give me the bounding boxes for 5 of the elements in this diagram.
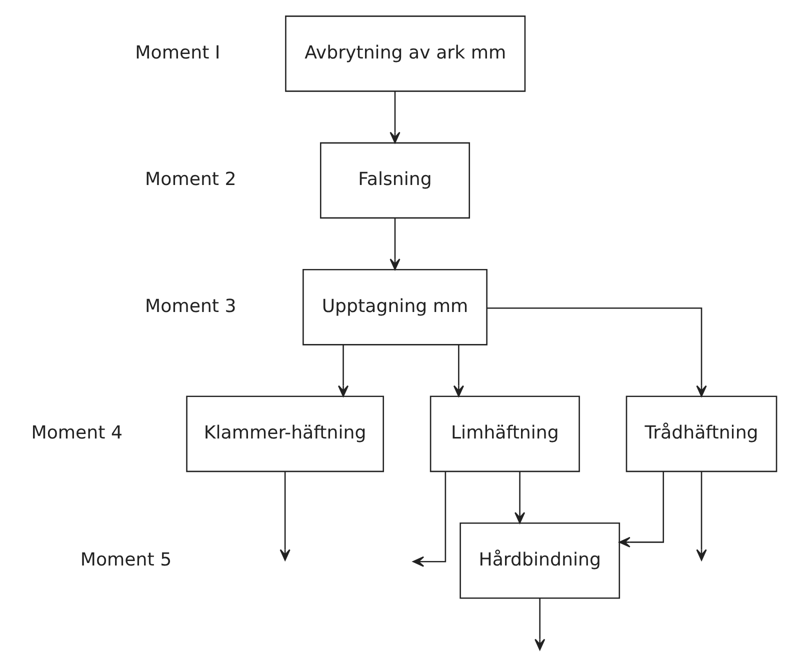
label: Moment 5 bbox=[80, 548, 172, 570]
label: Moment 2 bbox=[145, 168, 236, 190]
label: Moment 4 bbox=[31, 422, 122, 444]
label: Moment I bbox=[135, 42, 220, 63]
label: Moment 3 bbox=[145, 295, 236, 316]
